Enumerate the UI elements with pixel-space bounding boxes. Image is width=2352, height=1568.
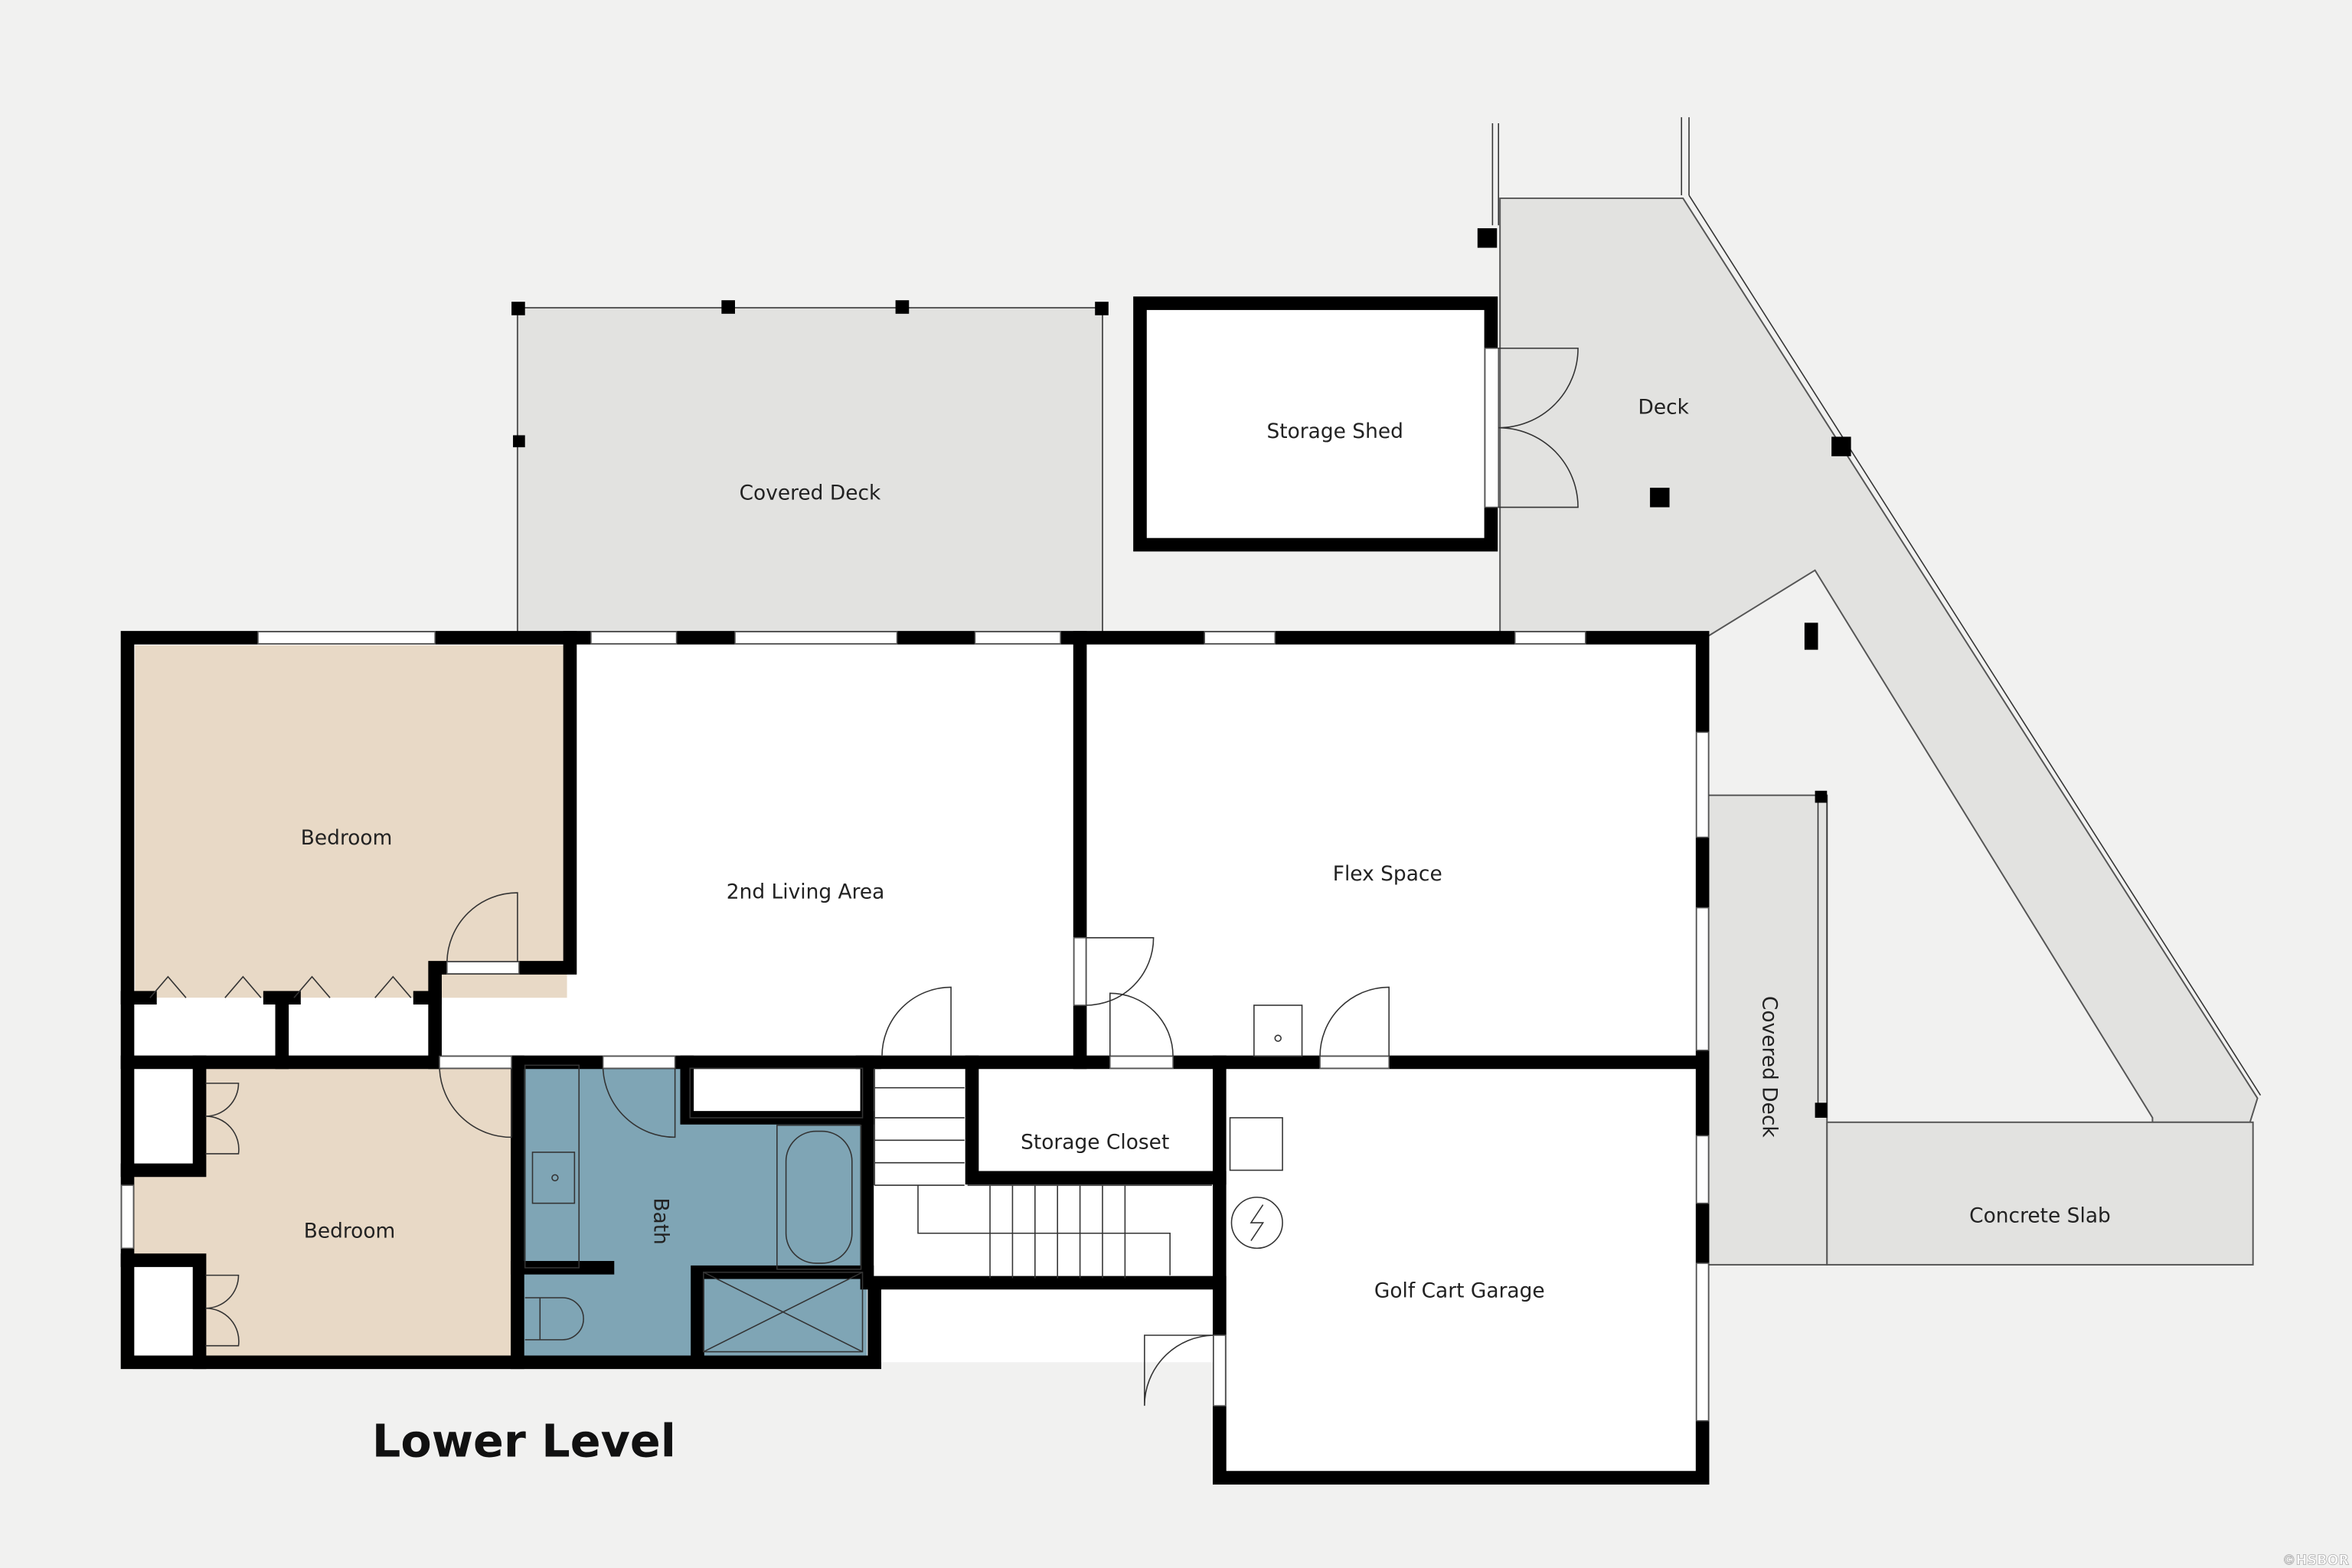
label-golf-cart-garage: Golf Cart Garage (1374, 1279, 1545, 1303)
outdoor-areas (511, 117, 2262, 1266)
label-storage-shed: Storage Shed (1266, 420, 1403, 443)
label-deck: Deck (1638, 396, 1690, 420)
label-bedroom-1: Bedroom (301, 826, 393, 850)
fixtures (149, 892, 1390, 1406)
storage-shed (1133, 296, 1498, 552)
concrete-slab-area (1826, 1121, 2254, 1266)
bedroom-1-floor (135, 645, 567, 998)
label-covered-deck-top: Covered Deck (740, 481, 881, 505)
label-storage-closet: Storage Closet (1021, 1131, 1169, 1155)
plan-title: Lower Level (372, 1415, 676, 1468)
label-bedroom-2: Bedroom (304, 1219, 396, 1243)
watermark: ©HSBOR (2282, 1553, 2349, 1568)
label-covered-deck-side: Covered Deck (1757, 996, 1781, 1138)
label-bath: Bath (649, 1197, 673, 1244)
label-living-area: 2nd Living Area (727, 880, 885, 904)
label-concrete-slab: Concrete Slab (1969, 1204, 2111, 1228)
covered-deck-top-area (516, 306, 1103, 639)
label-flex-space: Flex Space (1333, 862, 1442, 886)
covered-deck-side-area (1701, 794, 1828, 1266)
windows (120, 631, 1710, 1422)
